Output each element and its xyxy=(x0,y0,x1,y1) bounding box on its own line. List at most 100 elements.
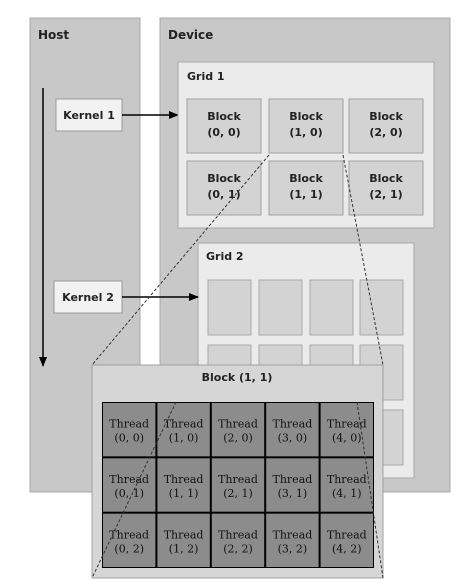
grid-2-block xyxy=(258,279,303,336)
block-title: Block xyxy=(369,172,403,185)
host-label: Host xyxy=(38,28,69,42)
grid-1-label: Grid 1 xyxy=(187,70,225,83)
thread-index: (4, 0) xyxy=(332,432,362,445)
thread-index: (0, 2) xyxy=(114,542,144,555)
thread-title: Thread xyxy=(218,528,258,541)
thread-box xyxy=(211,458,265,512)
block-detail-label: Block (1, 1) xyxy=(202,371,273,384)
thread-box xyxy=(266,458,319,512)
thread-box xyxy=(320,513,373,567)
zoom-line-right xyxy=(342,154,384,366)
kernel-1-box xyxy=(55,98,123,132)
zoom-line-left xyxy=(91,154,270,366)
thread-index: (1, 2) xyxy=(169,542,199,555)
thread-title: Thread xyxy=(164,418,204,431)
thread-index: (3, 1) xyxy=(278,487,308,500)
block-box xyxy=(348,98,424,154)
thread-title: Thread xyxy=(273,418,313,431)
grid-1-block: Block(0, 1) xyxy=(186,160,262,216)
thread-cell: Thread(1, 1) xyxy=(157,458,210,512)
thread-box xyxy=(103,513,156,567)
thread-cell: Thread(4, 1) xyxy=(320,458,373,512)
grid-1-block: Block (1, 1) xyxy=(268,160,344,216)
thread-cell: Thread(0, 0) xyxy=(103,403,156,457)
thread-title: Thread xyxy=(327,418,367,431)
grid-1-block: Block (2, 0) xyxy=(348,98,424,154)
thread-cells: Thread(0, 0)Thread(1, 0)Thread(2, 0)Thre… xyxy=(103,403,373,567)
grid-2-block xyxy=(207,279,252,336)
grid-2-block xyxy=(359,279,404,336)
thread-cell: Thread(2, 1) xyxy=(211,458,265,512)
thread-title: Thread xyxy=(273,528,313,541)
thread-box xyxy=(266,403,319,457)
block-box xyxy=(348,160,424,216)
thread-index: (3, 0) xyxy=(278,432,308,445)
thread-index: (2, 0) xyxy=(223,432,253,445)
block-title: Block xyxy=(207,110,241,123)
thread-box xyxy=(211,403,265,457)
grid-1-block: Block (0, 0) xyxy=(186,98,262,154)
device-label: Device xyxy=(168,28,213,42)
thread-title: Thread xyxy=(164,473,204,486)
thread-box xyxy=(157,458,210,512)
thread-title: Thread xyxy=(218,418,258,431)
thread-title: Thread xyxy=(218,473,258,486)
grid-1-block: Block (1, 0) xyxy=(268,98,344,154)
thread-index: (0, 1) xyxy=(114,487,144,500)
thread-box xyxy=(320,403,373,457)
thread-box xyxy=(157,403,210,457)
thread-box xyxy=(266,513,319,567)
thread-box xyxy=(103,458,156,512)
thread-title: Thread xyxy=(273,473,313,486)
block-index: (2, 1) xyxy=(369,188,402,201)
thread-title: Thread xyxy=(327,528,367,541)
block-index: (0, 0) xyxy=(207,126,240,139)
block-title: Block xyxy=(289,172,323,185)
block-box xyxy=(268,98,344,154)
thread-cell: Thread(0, 1) xyxy=(103,458,156,512)
thread-cell: Thread(2, 2) xyxy=(211,513,265,567)
thread-cell: Thread(1, 2) xyxy=(157,513,210,567)
grid-2-block xyxy=(309,279,354,336)
block-title: Block xyxy=(207,172,241,185)
thread-title: Thread xyxy=(109,418,149,431)
block-title: Block xyxy=(289,110,323,123)
block-box xyxy=(268,160,344,216)
block-box xyxy=(186,160,262,216)
thread-index: (2, 1) xyxy=(223,487,253,500)
thread-title: Thread xyxy=(109,473,149,486)
zoom-line-left-inner xyxy=(91,401,177,579)
thread-title: Thread xyxy=(164,528,204,541)
kernel-1-label: Kernel 1 xyxy=(63,109,115,122)
thread-title: Thread xyxy=(109,528,149,541)
thread-cell: Thread(2, 0) xyxy=(211,403,265,457)
thread-index: (1, 0) xyxy=(169,432,199,445)
thread-cell: Thread(3, 2) xyxy=(266,513,319,567)
thread-index: (1, 1) xyxy=(169,487,199,500)
thread-box xyxy=(103,403,156,457)
grid-1-blocks: Block (0, 0) Block (1, 0) Block (2, 0) Block(0… xyxy=(186,98,424,216)
kernel-2-box xyxy=(53,280,123,314)
grid-2-label: Grid 2 xyxy=(206,250,244,263)
thread-box xyxy=(211,513,265,567)
block-index: (1, 0) xyxy=(289,126,322,139)
kernel-2-label: Kernel 2 xyxy=(62,291,114,304)
thread-box xyxy=(157,513,210,567)
block-index: (2, 0) xyxy=(369,126,402,139)
thread-index: (4, 1) xyxy=(332,487,362,500)
thread-index: (0, 0) xyxy=(114,432,144,445)
block-title: Block xyxy=(369,110,403,123)
thread-cell: Thread(1, 0) xyxy=(157,403,210,457)
block-index: (1, 1) xyxy=(289,188,322,201)
thread-cell: Thread(3, 1) xyxy=(266,458,319,512)
thread-cell: Thread(4, 0) xyxy=(320,403,373,457)
thread-cell: Thread(0, 2) xyxy=(103,513,156,567)
grid-1-block: Block (2, 1) xyxy=(348,160,424,216)
thread-index: (2, 2) xyxy=(223,542,253,555)
thread-index: (3, 2) xyxy=(278,542,308,555)
thread-cell: Thread(4, 2) xyxy=(320,513,373,567)
thread-cell: Thread(3, 0) xyxy=(266,403,319,457)
thread-box xyxy=(320,458,373,512)
block-box xyxy=(186,98,262,154)
